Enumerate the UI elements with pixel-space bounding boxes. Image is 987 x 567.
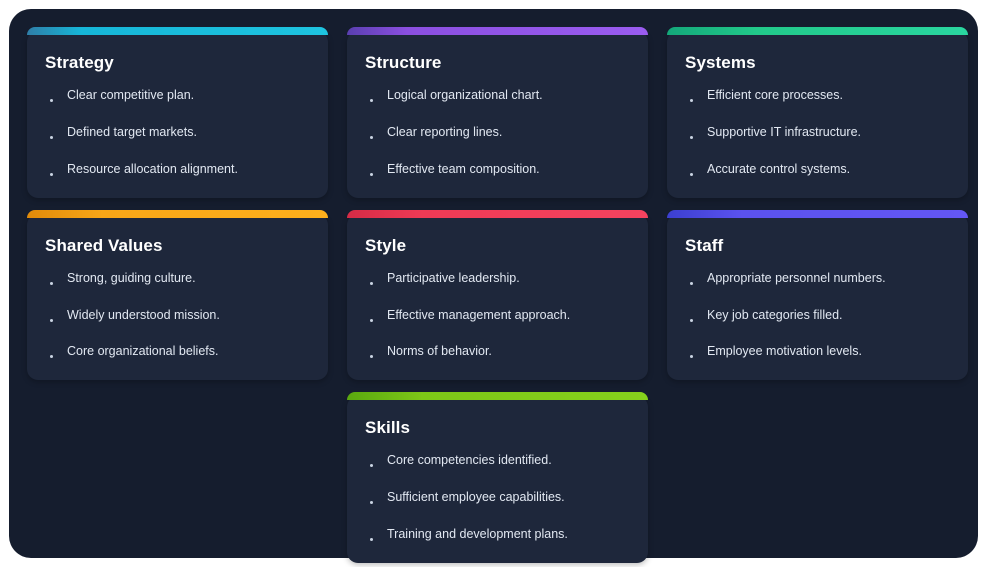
card-title-staff: Staff xyxy=(685,235,724,255)
list-item-label: Widely understood mission. xyxy=(67,307,220,322)
card-accent-bar-strategy xyxy=(27,27,328,35)
card-accent-bar-staff xyxy=(667,209,968,218)
bullet-dot-icon xyxy=(370,501,373,505)
list-item: Effective management approach. xyxy=(365,307,630,324)
list-item-label: Resource allocation alignment. xyxy=(67,161,238,176)
list-item-label: Participative leadership. xyxy=(387,270,520,285)
list-item-label: Training and development plans. xyxy=(387,527,568,541)
bullet-dot-icon xyxy=(370,318,373,322)
bullet-dot-icon xyxy=(690,99,693,102)
bullet-dot-icon xyxy=(50,355,53,359)
list-item-label: Defined target markets. xyxy=(67,124,197,139)
list-item: Key job categories filled. xyxy=(685,307,950,324)
card-accent-bar-structure xyxy=(347,27,648,35)
list-item: Effective team composition. xyxy=(365,161,630,178)
bullet-dot-icon xyxy=(370,172,373,176)
list-item: Clear reporting lines. xyxy=(365,124,630,141)
list-item-label: Supportive IT infrastructure. xyxy=(707,124,862,139)
card-points-staff: Appropriate personnel numbers. Key job ca… xyxy=(685,270,950,361)
card-accent-bar-systems xyxy=(667,27,968,35)
card-points-structure: Logical organizational chart. Clear repor… xyxy=(365,87,630,178)
list-item-label: Norms of behavior. xyxy=(387,344,492,359)
list-item: Sufficient employee capabilities. xyxy=(365,489,630,506)
bullet-dot-icon xyxy=(50,318,53,322)
list-item-label: Key job categories filled. xyxy=(707,307,843,322)
list-item-label: Core organizational beliefs. xyxy=(67,344,219,359)
list-item: Core competencies identified. xyxy=(365,452,630,469)
card-title-style: Style xyxy=(365,235,407,255)
list-item-label: Appropriate personnel numbers. xyxy=(707,270,886,285)
card-title-systems: Systems xyxy=(685,53,756,72)
bullet-dot-icon xyxy=(370,355,373,359)
list-item-label: Strong, guiding culture. xyxy=(67,270,196,285)
card-accent-bar-style xyxy=(347,209,648,218)
list-item: Efficient core processes. xyxy=(685,87,950,104)
list-item-label: Clear reporting lines. xyxy=(387,124,503,139)
bullet-dot-icon xyxy=(50,135,53,139)
list-item: Norms of behavior. xyxy=(365,343,630,360)
list-item-label: Efficient core processes. xyxy=(707,88,843,102)
card-points-shared-values: Strong, guiding culture. Widely understoo… xyxy=(45,270,310,361)
list-item: Strong, guiding culture. xyxy=(45,270,310,287)
bullet-dot-icon xyxy=(690,172,693,176)
bullet-dot-icon xyxy=(690,281,693,285)
list-item-label: Sufficient employee capabilities. xyxy=(387,490,565,505)
list-item-label: Core competencies identified. xyxy=(387,453,552,468)
card-title-shared-values: Shared Values xyxy=(45,235,163,255)
card-accent-bar-shared-values xyxy=(27,209,328,218)
list-item: Resource allocation alignment. xyxy=(45,161,310,178)
card-points-strategy: Clear competitive plan. Defined target ma… xyxy=(45,87,310,178)
card-title-structure: Structure xyxy=(365,53,442,72)
list-item-label: Clear competitive plan. xyxy=(67,88,195,102)
bullet-dot-icon xyxy=(370,135,373,139)
card-title-strategy: Strategy xyxy=(45,53,114,72)
list-item: Core organizational beliefs. xyxy=(45,343,310,360)
list-item-label: Logical organizational chart. xyxy=(387,88,543,102)
bullet-dot-icon xyxy=(690,135,693,139)
card-points-systems: Efficient core processes. Supportive IT i… xyxy=(685,87,950,178)
list-item: Clear competitive plan. xyxy=(45,87,310,104)
card-title-skills: Skills xyxy=(365,418,411,438)
list-item: Supportive IT infrastructure. xyxy=(685,124,950,141)
list-item-label: Effective management approach. xyxy=(387,307,571,322)
list-item: Participative leadership. xyxy=(365,270,630,287)
bullet-dot-icon xyxy=(50,99,53,102)
list-item: Training and development plans. xyxy=(365,526,630,543)
bullet-dot-icon xyxy=(50,172,53,176)
list-item: Defined target markets. xyxy=(45,124,310,141)
bullet-dot-icon xyxy=(690,318,693,322)
list-item: Employee motivation levels. xyxy=(685,343,950,360)
list-item-label: Employee motivation levels. xyxy=(707,344,862,359)
list-item-label: Accurate control systems. xyxy=(707,161,851,176)
bullet-dot-icon xyxy=(370,464,373,468)
card-points-skills: Core competencies identified. Sufficient … xyxy=(365,452,630,543)
list-item: Widely understood mission. xyxy=(45,307,310,324)
list-item: Appropriate personnel numbers. xyxy=(685,270,950,287)
card-points-style: Participative leadership. Effective manag… xyxy=(365,270,630,361)
list-item: Accurate control systems. xyxy=(685,161,950,178)
bullet-dot-icon xyxy=(50,281,53,285)
bullet-dot-icon xyxy=(370,538,373,541)
list-item: Logical organizational chart. xyxy=(365,87,630,104)
bullet-dot-icon xyxy=(370,281,373,285)
card-accent-bar-skills xyxy=(347,392,648,401)
bullet-dot-icon xyxy=(690,355,693,359)
list-item-label: Effective team composition. xyxy=(387,161,540,176)
bullet-dot-icon xyxy=(370,99,373,102)
